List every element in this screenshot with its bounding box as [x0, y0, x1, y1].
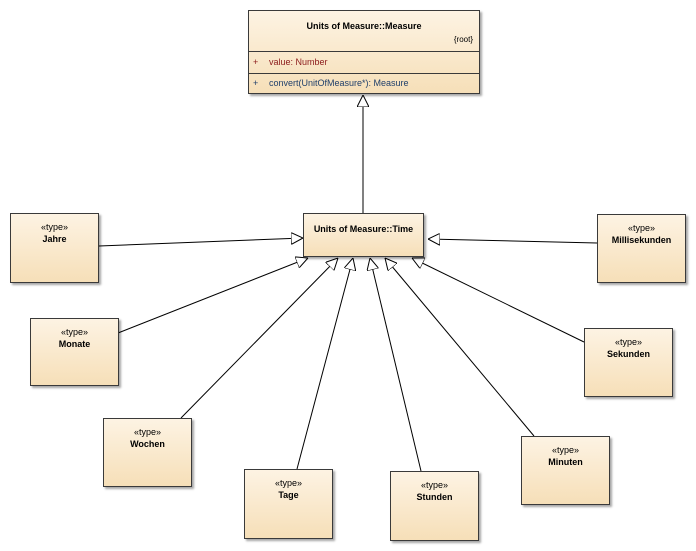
edge-minuten-to-time	[385, 258, 535, 437]
compartment-divider	[249, 73, 479, 74]
edge-tage-to-time	[296, 258, 353, 470]
operation-visibility: +	[253, 78, 259, 88]
type-stunden[interactable]: «type» Stunden	[390, 471, 479, 541]
class-time[interactable]: Units of Measure::Time	[303, 213, 424, 257]
type-jahre[interactable]: «type» Jahre	[10, 213, 99, 283]
stereotype-label: «type»	[40, 222, 69, 232]
operation-convert[interactable]: + convert(UnitOfMeasure*): Measure	[253, 78, 409, 88]
type-name: Stunden	[416, 492, 453, 502]
type-name: Millisekunden	[611, 235, 672, 245]
edge-jahre-to-time	[98, 238, 303, 247]
edge-stunden-to-time	[370, 258, 422, 472]
class-measure-title: Units of Measure::Measure	[306, 21, 422, 31]
attribute-text: value: Number	[269, 57, 328, 67]
edge-millisekunden-to-time	[428, 239, 598, 243]
operation-text: convert(UnitOfMeasure*): Measure	[269, 78, 409, 88]
stereotype-label: «type»	[627, 223, 656, 233]
type-millisekunden[interactable]: «type» Millisekunden	[597, 214, 686, 283]
class-measure-root-tag: {root}	[453, 35, 473, 44]
type-name: Monate	[58, 339, 91, 349]
class-measure[interactable]: Units of Measure::Measure {root} + value:…	[248, 10, 480, 94]
stereotype-label: «type»	[551, 445, 580, 455]
edge-wochen-to-time	[180, 258, 338, 419]
type-tage[interactable]: «type» Tage	[244, 469, 333, 539]
stereotype-label: «type»	[420, 480, 449, 490]
edge-monate-to-time	[117, 258, 308, 334]
type-monate[interactable]: «type» Monate	[30, 318, 119, 386]
edge-sekunden-to-time	[412, 258, 585, 343]
stereotype-label: «type»	[133, 427, 162, 437]
class-time-title: Units of Measure::Time	[313, 224, 414, 234]
stereotype-label: «type»	[274, 478, 303, 488]
stereotype-label: «type»	[60, 327, 89, 337]
type-name: Wochen	[130, 439, 165, 449]
type-name: Sekunden	[606, 349, 650, 359]
attribute-visibility: +	[253, 57, 259, 67]
attribute-value[interactable]: + value: Number	[253, 57, 328, 67]
type-name: Jahre	[42, 234, 67, 244]
compartment-divider	[249, 51, 479, 52]
type-wochen[interactable]: «type» Wochen	[103, 418, 192, 487]
type-minuten[interactable]: «type» Minuten	[521, 436, 610, 505]
type-name: Tage	[278, 490, 299, 500]
stereotype-label: «type»	[614, 337, 643, 347]
type-name: Minuten	[548, 457, 583, 467]
type-sekunden[interactable]: «type» Sekunden	[584, 328, 673, 397]
